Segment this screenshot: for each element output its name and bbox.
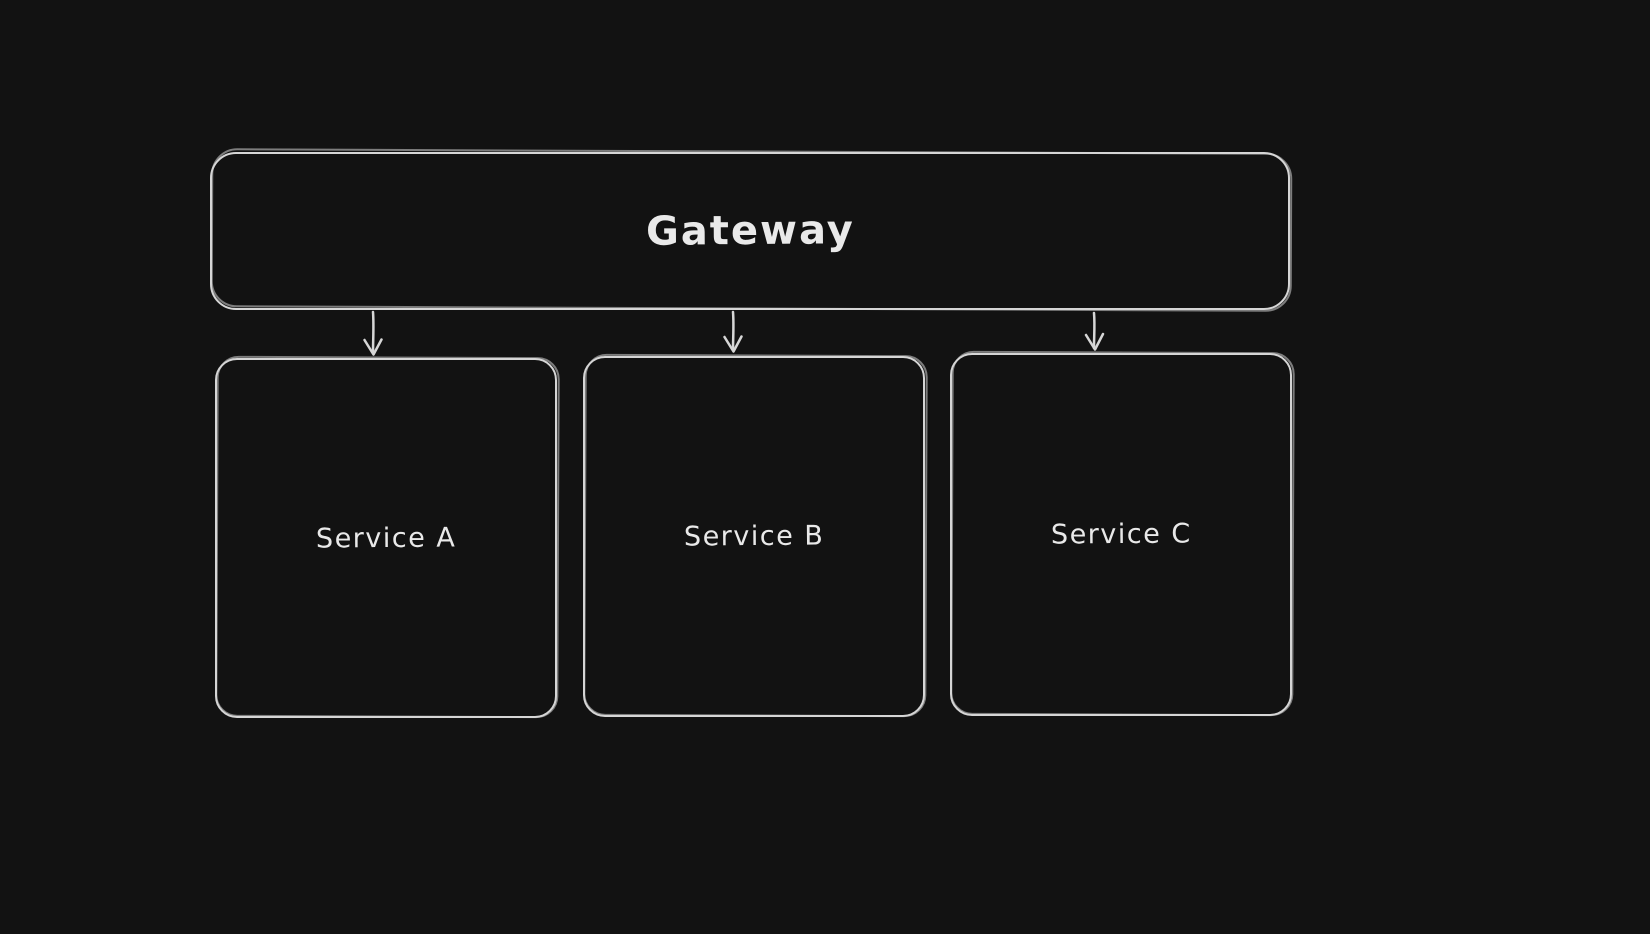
node-service-b-label: Service B [683, 520, 825, 553]
node-service-c-label: Service C [1050, 518, 1192, 551]
arrow-gateway-to-service-b[interactable] [723, 310, 743, 353]
arrow-gateway-to-service-a[interactable] [363, 310, 383, 356]
node-service-c[interactable]: Service C [950, 353, 1292, 716]
node-service-b[interactable]: Service B [583, 356, 925, 717]
node-gateway-label: Gateway [645, 207, 855, 255]
arrow-gateway-to-service-c[interactable] [1084, 311, 1105, 351]
node-gateway[interactable]: Gateway [210, 152, 1290, 310]
node-service-a[interactable]: Service A [215, 358, 557, 718]
node-service-a-label: Service A [315, 522, 457, 554]
